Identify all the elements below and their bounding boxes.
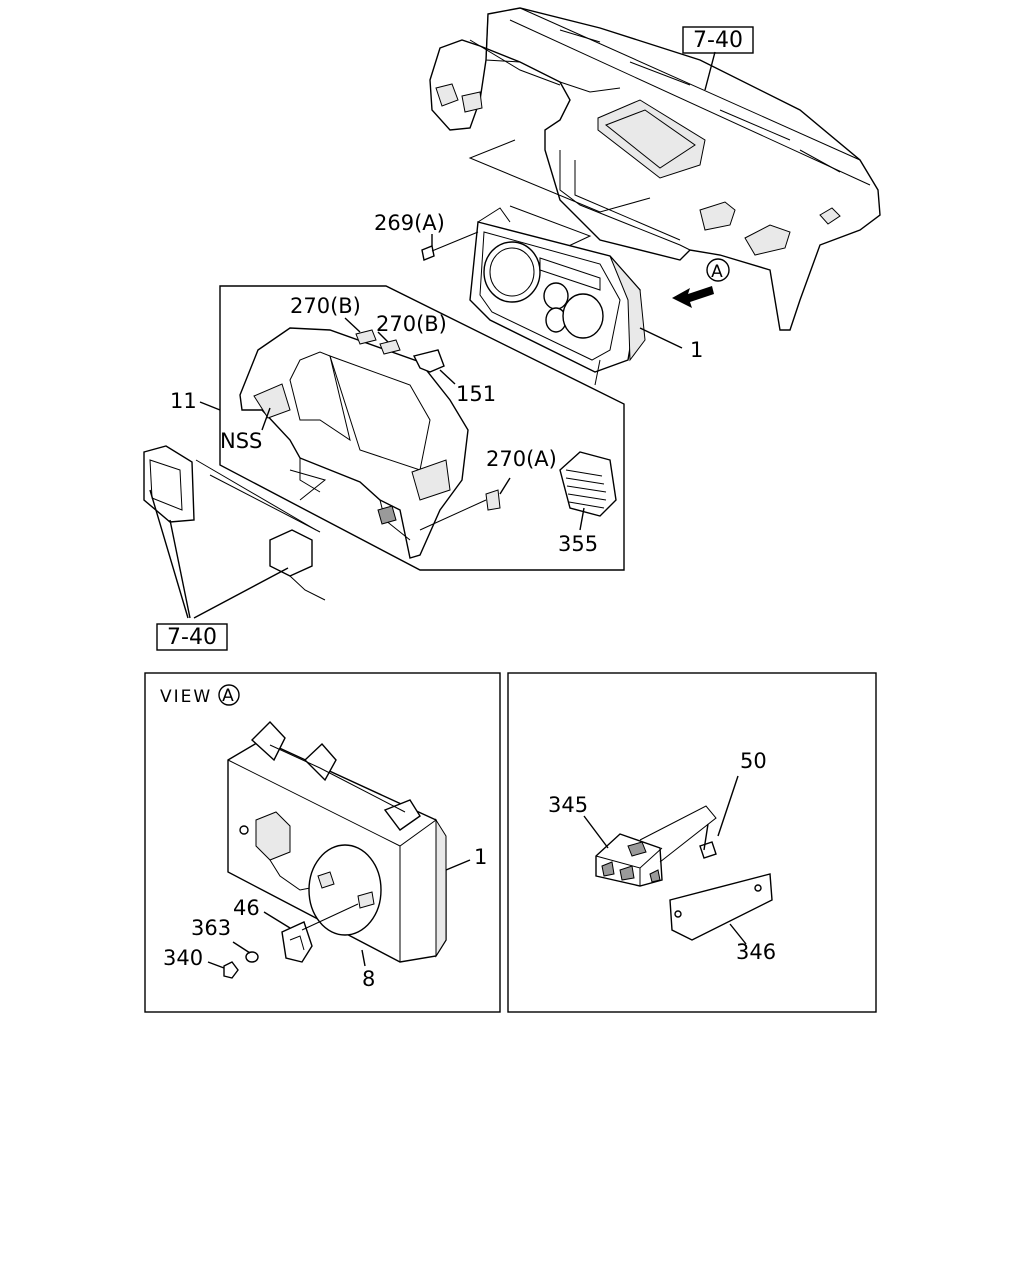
view-a-panel: VIEW A [144, 672, 501, 1013]
part-label-363: 363 [191, 916, 231, 940]
view-title: VIEW [160, 687, 212, 707]
part-label-269a: 269(A) [374, 211, 445, 235]
washer-363 [245, 951, 259, 963]
part-label-nss: NSS [220, 429, 262, 453]
reference-box-top: 7-40 [682, 26, 754, 54]
part-label-270b-2: 270(B) [376, 312, 447, 336]
part-label-270a: 270(A) [486, 447, 557, 471]
reference-label-top: 7-40 [693, 28, 743, 53]
dashboard-panel-drawing [429, 7, 881, 331]
part-label-1-main: 1 [690, 338, 703, 362]
switch-connector-lower [209, 474, 326, 601]
part-label-340: 340 [163, 946, 203, 970]
nut-340 [223, 961, 239, 979]
cluster-bezel-drawing [239, 327, 469, 559]
bezel-group-outline [219, 285, 625, 571]
relay-panel [507, 672, 877, 1013]
reference-label-bottom: 7-40 [167, 625, 217, 650]
part-label-46: 46 [233, 896, 260, 920]
view-direction-arrow: A [672, 258, 730, 308]
bracket-151 [412, 349, 456, 385]
part-label-346: 346 [736, 940, 776, 964]
part-label-355: 355 [558, 532, 598, 556]
clip-270a [419, 477, 511, 531]
part-label-50: 50 [740, 749, 767, 773]
part-label-1-view: 1 [474, 845, 487, 869]
reference-box-bottom: 7-40 [156, 623, 228, 651]
part-label-8: 8 [362, 967, 375, 991]
switch-panel-left [143, 445, 317, 531]
part-label-151: 151 [456, 382, 496, 406]
instrument-cluster-drawing [469, 207, 646, 386]
arrow-marker-label: A [711, 262, 725, 282]
screw-269a [421, 231, 479, 261]
part-label-345: 345 [548, 793, 588, 817]
part-label-11: 11 [170, 389, 197, 413]
part-label-270b-1: 270(B) [290, 294, 361, 318]
air-vent-355 [559, 451, 617, 531]
view-marker: A [222, 686, 236, 706]
bracket-46 [281, 903, 359, 963]
clip-270b-pair [344, 317, 401, 355]
